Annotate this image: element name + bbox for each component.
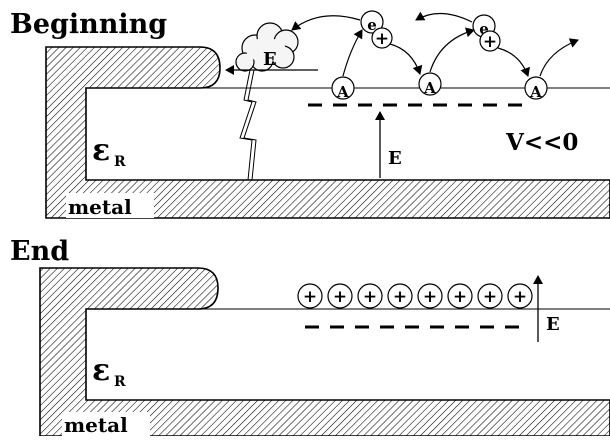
positive-ion-1: + [297, 283, 323, 309]
surface-field-label: E [263, 49, 277, 70]
arrow-electron2-to-left [415, 11, 473, 23]
adsorbate-label-1: A [336, 83, 349, 101]
positive-ion-8: + [507, 283, 533, 309]
bulk-field-label: E [388, 148, 402, 169]
plasma-cloud [235, 22, 299, 72]
arrow-A1-to-electron1 [342, 29, 363, 77]
arrow-electron1-to-cloud [291, 15, 361, 31]
positive-ion-layer: + + + + + + + + [297, 283, 533, 309]
voltage-label: V<<0 [505, 129, 578, 156]
arrow-ion2-to-A3 [497, 47, 530, 77]
metal-label-bg-bottom [62, 412, 150, 436]
positive-ion-label: + [513, 287, 527, 307]
permittivity-symbol-bottom: ε [92, 353, 110, 388]
positive-ion-label: + [483, 287, 497, 307]
metal-label-bg-top [66, 193, 154, 218]
positive-ion-label: + [423, 287, 437, 307]
metal-label-top: metal [68, 195, 132, 219]
end-title: End [10, 236, 69, 267]
ion-label-1: + [375, 29, 389, 49]
beginning-title: Beginning [10, 9, 167, 40]
permittivity-subscript-bottom: R [114, 374, 126, 390]
adsorbate-label-3: A [529, 83, 542, 101]
positive-ion-4: + [387, 283, 413, 309]
electron-label-1: e [367, 16, 377, 34]
adsorbate-label-2: A [423, 79, 436, 97]
lightning-discharge [239, 69, 253, 181]
adsorbate-A1: A [331, 76, 355, 101]
ion-label-2: + [483, 32, 497, 52]
motion-arrows [291, 11, 579, 77]
adsorbate-A2: A [418, 72, 442, 97]
adsorbate-A3: A [524, 76, 548, 101]
permittivity-subscript-top: R [114, 154, 126, 170]
positive-ion-label: + [453, 287, 467, 307]
positive-ion-label: + [393, 287, 407, 307]
end-panel: End metal ε R + + + + + + + + E [10, 236, 610, 437]
electron-label-2: e [479, 20, 489, 38]
end-field-label: E [546, 314, 560, 335]
permittivity-symbol-top: ε [92, 133, 110, 168]
ion-1: + [371, 27, 393, 49]
positive-ion-label: + [363, 287, 377, 307]
positive-ion-6: + [447, 283, 473, 309]
arrow-ion1-to-A2 [389, 43, 423, 75]
positive-ion-7: + [477, 283, 503, 309]
positive-ion-label: + [303, 287, 317, 307]
beginning-panel: Beginning metal ε R E A [10, 9, 610, 219]
arrow-A2-to-electron2 [429, 27, 475, 73]
lightning-discharge-edge [243, 69, 257, 181]
ion-2: + [479, 30, 501, 52]
positive-ion-2: + [327, 283, 353, 309]
arrow-A3-outward [539, 38, 579, 77]
electron-1: e [360, 10, 384, 34]
positive-ion-3: + [357, 283, 383, 309]
metal-label-bottom: metal [64, 413, 128, 436]
positive-ion-5: + [417, 283, 443, 309]
positive-ion-label: + [333, 287, 347, 307]
